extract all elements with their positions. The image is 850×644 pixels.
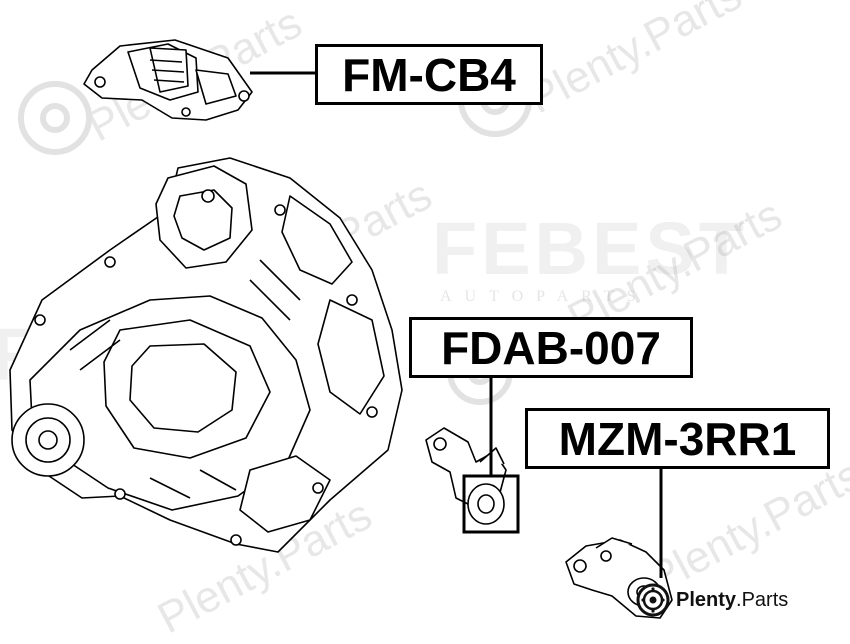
logo-text-rest: .Parts [736,588,789,611]
wheel-logo-icon [636,583,670,617]
brand-watermark-right: FEBEST [432,207,748,290]
engine-mount-fm-cb4 [83,39,253,121]
transmission-housing [9,157,403,553]
part-label-fm-cb4[interactable]: FM-CB4 [315,44,543,105]
logo-text: Plenty.Parts [676,589,788,612]
bushing-fdab-007 [467,483,505,525]
part-label-fdab-007[interactable]: FDAB-007 [409,317,693,378]
plenty-parts-logo: Plenty.Parts [636,583,788,617]
brand-sub-watermark-right: AUTOPARTS [440,288,649,305]
logo-text-bold: Plenty [676,588,737,611]
part-label-mzm-3rr1[interactable]: MZM-3RR1 [525,408,830,469]
